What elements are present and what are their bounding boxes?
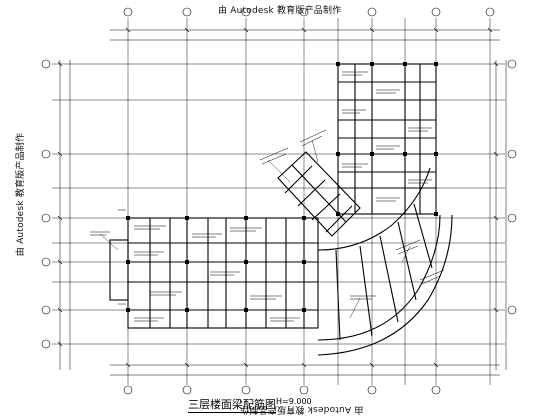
leader-lines [99,139,411,319]
lower-wing-beams [109,217,319,329]
dimension-lines [59,29,507,376]
rebar-annotations [90,71,445,322]
upper-wing-beams [337,63,437,215]
elevation-label: H=9.000 [276,397,312,406]
curved-corner-beams [317,167,453,356]
drawing-title: 三层楼面梁配筋图 [188,398,276,413]
columns [126,62,438,312]
diagonal-link-beams [277,151,361,237]
dimension-ticks [57,27,499,368]
watermark-top: 由 Autodesk 教育版产品制作 [218,6,342,16]
grid-axes [52,18,505,385]
watermark-left: 由 Autodesk 教育版产品制作 [16,132,27,257]
axis-bubbles [41,7,517,395]
